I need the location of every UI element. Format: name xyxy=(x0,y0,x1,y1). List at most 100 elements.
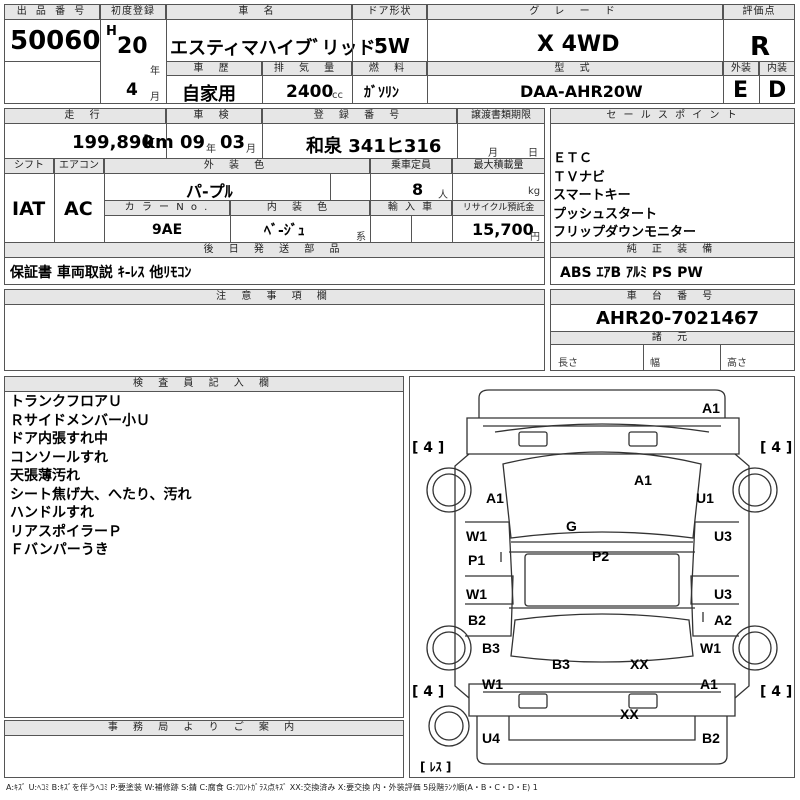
damage-mark: P2 xyxy=(592,548,610,564)
inspection-header: 車 検 xyxy=(166,108,262,124)
damage-mark: XX xyxy=(630,656,649,672)
fuel: ｶﾞｿﾘﾝ xyxy=(364,85,399,101)
divider xyxy=(54,158,55,242)
damage-mark: U3 xyxy=(714,528,732,544)
width-label: 幅 xyxy=(650,358,660,369)
height-label: 高さ xyxy=(727,358,747,369)
int-color-header: 内 装 色 xyxy=(230,200,370,216)
damage-mark: P1 xyxy=(468,552,486,568)
sales-point-list: ＥＴＣ ＴＶナビ スマートキー プッシュスタート フリップダウンモニター xyxy=(553,150,696,243)
damage-mark: B3 xyxy=(482,640,500,656)
inspector-item: Ｆバンパーうき xyxy=(10,542,109,558)
max-load-unit: kg xyxy=(528,186,541,197)
dims-header: 諸 元 xyxy=(550,331,795,345)
divider xyxy=(759,61,760,104)
inspector-list: トランクフロアＵ Ｒサイドメンバー小Ｕ ドア内張すれ中 コンソールすれ 天張薄汚… xyxy=(10,393,191,560)
divider xyxy=(166,4,167,104)
ac-header: エアコン xyxy=(54,158,104,174)
ext-color-header: 外 装 色 xyxy=(104,158,370,174)
sales-point-item: ＴＶナビ xyxy=(553,169,606,185)
shift-header: シフト xyxy=(4,158,54,174)
divider xyxy=(4,61,100,62)
divider xyxy=(100,4,101,104)
transfer-month: 月 xyxy=(488,148,498,159)
first-reg-year: 20 xyxy=(117,34,148,59)
grade: X 4WD xyxy=(537,32,620,57)
sales-point-item: プッシュスタート xyxy=(553,206,658,222)
damage-mark: G xyxy=(566,518,577,534)
divider xyxy=(352,61,353,104)
int-color: ﾍﾞ-ｼﾞｭ xyxy=(264,223,305,239)
shift: IAT xyxy=(12,198,46,220)
capacity: 8 xyxy=(412,180,424,199)
sales-point-item: ＥＴＣ xyxy=(553,151,593,166)
ext-color: パ-プﾙ xyxy=(186,182,233,201)
tire-front-left: [ 4 ] xyxy=(412,440,445,456)
exterior-score: E xyxy=(733,78,749,103)
office-header: 事 務 局 よ り ご 案 内 xyxy=(4,720,404,736)
interior-header: 内装 xyxy=(759,61,795,76)
model: DAA-AHR20W xyxy=(520,82,643,101)
capacity-header: 乗車定員 xyxy=(370,158,452,174)
mileage-unit: km xyxy=(143,132,174,153)
divider xyxy=(457,108,458,158)
displacement-unit: cc xyxy=(332,90,343,101)
divider xyxy=(262,61,263,104)
damage-mark: U4 xyxy=(482,730,500,746)
score: R xyxy=(750,32,771,62)
import-header: 輸 入 車 xyxy=(370,200,452,216)
recycle-unit: 円 xyxy=(530,232,540,243)
damage-mark: W1 xyxy=(482,676,503,692)
inspection-year: 09 xyxy=(180,132,206,153)
reg-no: 和泉 341ヒ316 xyxy=(306,136,442,157)
spare-tire-label: [ ﾚｽ ] xyxy=(420,760,452,774)
color-no: 9AE xyxy=(152,222,183,238)
inspector-item: リアスポイラーＰ xyxy=(10,523,122,540)
damage-mark: B3 xyxy=(552,656,570,672)
lot-no-header: 出 品 番 号 xyxy=(4,4,100,20)
damage-mark: A1 xyxy=(702,400,720,416)
damage-mark: XX xyxy=(620,706,639,722)
max-load-header: 最大積載量 xyxy=(452,158,545,174)
damage-mark: W1 xyxy=(700,640,721,656)
tire-front-right: [ 4 ] xyxy=(760,440,793,456)
first-reg-month: 4 xyxy=(126,80,138,100)
divider xyxy=(230,200,231,242)
inspector-item: 天張薄汚れ xyxy=(10,468,80,484)
equipment: ABS ｴｱB ｱﾙﾐ PS PW xyxy=(560,265,703,281)
divider xyxy=(427,4,428,61)
history-header: 車 歴 xyxy=(166,61,262,76)
later-parts: 保証書 車両取説 ｷ-ﾚｽ 他ﾘﾓｺﾝ xyxy=(10,265,192,281)
diagram-box xyxy=(409,376,795,778)
inspector-item: トランクフロアＵ xyxy=(10,394,122,410)
divider xyxy=(427,61,428,104)
divider xyxy=(262,108,263,158)
model-header: 型 式 xyxy=(427,61,723,76)
door-type: 5W xyxy=(374,34,410,58)
car-name: エスティマハイブﾞリッドﾞ xyxy=(170,38,385,59)
inspection-month-unit: 月 xyxy=(246,144,256,155)
damage-mark: W1 xyxy=(466,528,487,544)
damage-mark: W1 xyxy=(466,586,487,602)
sales-point-item: スマートキー xyxy=(553,188,631,203)
color-no-header: カ ラ ー N o . xyxy=(104,200,230,216)
interior-score: D xyxy=(768,78,787,103)
notes-header: 注 意 事 項 欄 xyxy=(4,289,545,305)
capacity-unit: 人 xyxy=(438,190,448,201)
year-unit: 年 xyxy=(150,66,160,77)
equipment-header: 純 正 装 備 xyxy=(550,242,795,258)
recycle-header: リサイクル預託金 xyxy=(452,200,545,216)
inspection-year-unit: 年 xyxy=(206,144,216,155)
displacement-header: 排 気 量 xyxy=(262,61,352,76)
month-unit: 月 xyxy=(150,92,160,103)
damage-mark: A1 xyxy=(700,676,718,692)
damage-mark: A1 xyxy=(486,490,504,506)
displacement: 2400 xyxy=(286,82,334,102)
tire-rear-right: [ 4 ] xyxy=(760,684,793,700)
inspector-item: ドア内張すれ中 xyxy=(10,431,108,447)
car-diagram xyxy=(426,389,778,765)
fuel-header: 燃 料 xyxy=(352,61,427,76)
exterior-header: 外装 xyxy=(723,61,759,76)
int-color-unit: 系 xyxy=(356,232,366,243)
door-header: ドア形状 xyxy=(352,4,427,20)
